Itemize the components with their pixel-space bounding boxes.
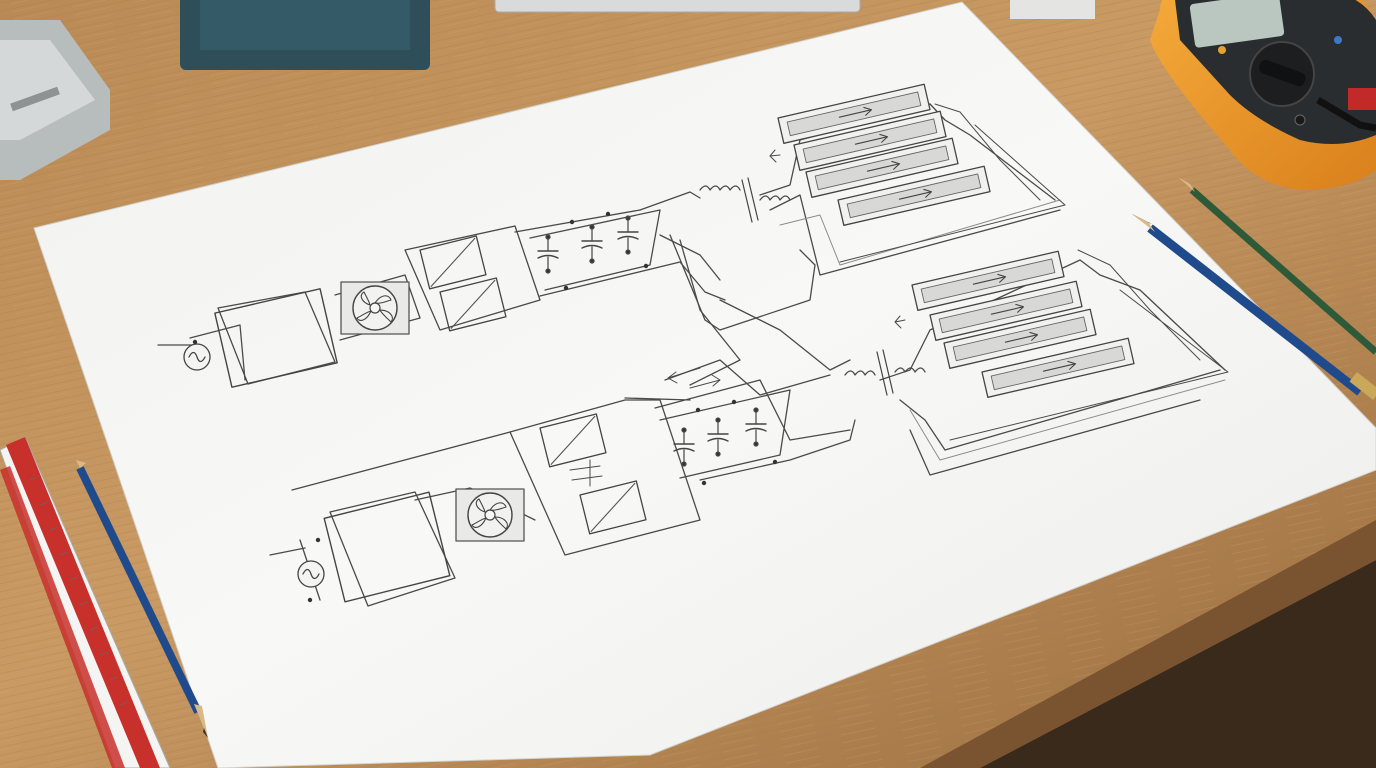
sketch-paper xyxy=(33,1,1376,768)
meter-display xyxy=(1189,0,1285,48)
fan-icon xyxy=(455,488,525,542)
toolbox xyxy=(180,0,430,70)
box-corner xyxy=(1010,0,1095,19)
blue-pencil-left xyxy=(76,460,208,738)
ruler xyxy=(0,436,171,768)
channel-2-wiring xyxy=(269,259,1226,607)
blue-pencil-right xyxy=(1132,214,1376,400)
input-module-1 xyxy=(214,288,338,388)
input-module-2 xyxy=(323,491,451,603)
ac-source-icon xyxy=(183,343,211,371)
channel-1-wiring xyxy=(157,103,1061,396)
capacitor-icon xyxy=(569,459,603,487)
transformer-icon xyxy=(699,177,791,223)
flow-arrow-icon xyxy=(667,149,906,389)
laptop-edge xyxy=(494,0,861,13)
fan-icon xyxy=(340,281,410,335)
battery-pack-2 xyxy=(911,249,1229,441)
clamp-block xyxy=(0,20,110,180)
multimeter xyxy=(1150,0,1376,190)
junction-dots xyxy=(192,211,778,603)
ac-source-icon xyxy=(297,560,325,588)
green-pencil xyxy=(1178,177,1376,355)
transformer-icon xyxy=(844,349,926,396)
circuit-schematic xyxy=(157,83,1229,607)
probe-plug-red xyxy=(1348,88,1376,110)
desk-front-edge xyxy=(920,520,1376,768)
battery-pack-1 xyxy=(777,83,1066,263)
